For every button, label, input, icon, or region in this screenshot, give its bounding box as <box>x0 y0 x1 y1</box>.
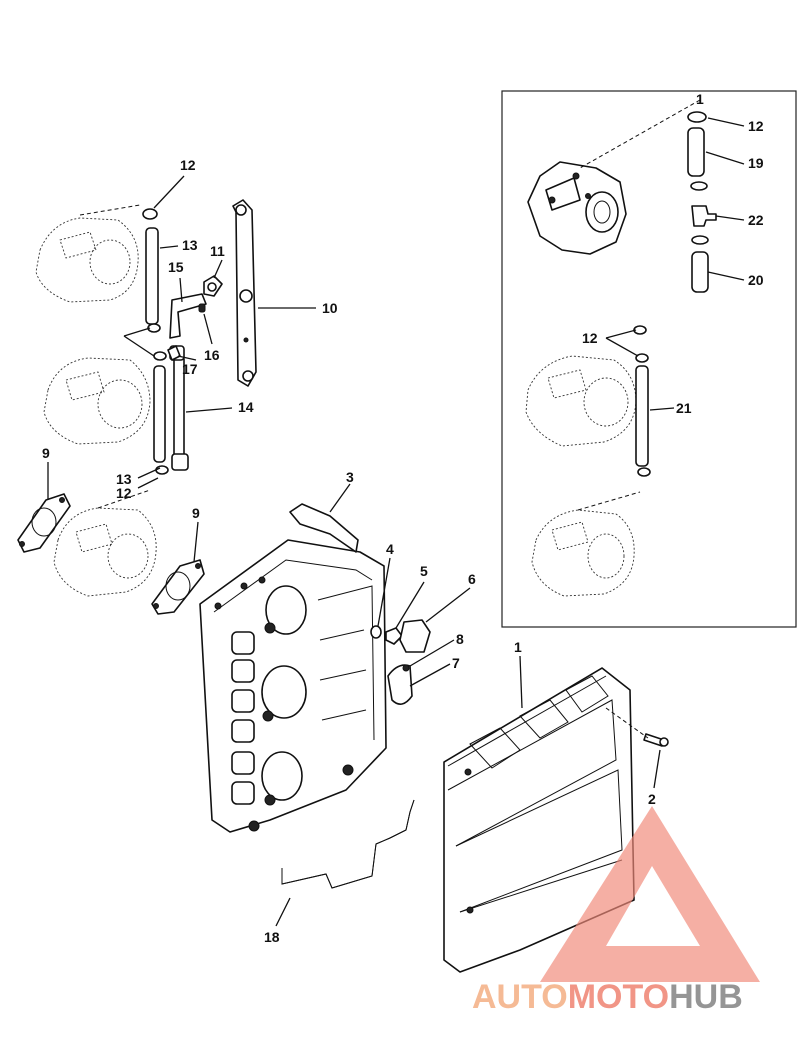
callout-12-top: 12 <box>180 157 196 173</box>
callout-8: 8 <box>456 631 464 647</box>
inset-callout-12-pair: 12 <box>582 330 598 346</box>
screw-8 <box>402 664 410 672</box>
inset-hose-19 <box>687 127 705 177</box>
inset-callout-1: 1 <box>696 91 704 107</box>
callout-9-left: 9 <box>42 445 50 461</box>
inset-tee-fitting-22 <box>691 205 717 227</box>
inset-callout-21: 21 <box>676 400 692 416</box>
inset-callout-20: 20 <box>748 272 764 288</box>
callout-2: 2 <box>648 791 656 807</box>
gasket-9-right <box>151 559 205 615</box>
nut-5 <box>385 627 403 645</box>
inset-ghost-carburetor-bottom <box>531 491 641 597</box>
watermark-moto-word: MOTO <box>568 978 669 1016</box>
callout-9-right: 9 <box>192 505 200 521</box>
callout-3: 3 <box>346 469 354 485</box>
ghost-carburetor-top <box>35 204 141 303</box>
inset-callout-22: 22 <box>748 212 764 228</box>
callout-16: 16 <box>204 347 220 363</box>
callout-1: 1 <box>514 639 522 655</box>
inset-frame <box>501 90 797 628</box>
inset-clamp-12-top <box>687 111 707 123</box>
watermark-auto: AUTOMOTOHUB <box>472 978 743 1016</box>
fitting-11 <box>203 275 223 297</box>
screw-2 <box>605 707 669 747</box>
watermark-auto-word: AUTO <box>472 978 568 1016</box>
inset-callout-19: 19 <box>748 155 764 171</box>
callout-13-lower: 13 <box>116 471 132 487</box>
callout-18: 18 <box>264 929 280 945</box>
callout-numbers: 12 13 11 15 10 16 17 14 13 12 9 9 3 4 5 … <box>42 91 764 945</box>
watermark: AUTOMOTOHUB <box>472 806 760 1016</box>
lever-15 <box>169 293 207 339</box>
inset-hose-21 <box>635 365 651 477</box>
link-rod-10 <box>232 199 257 387</box>
air-silencer-cover-1 <box>443 667 635 973</box>
hose-13-upper <box>142 208 161 333</box>
callout-6: 6 <box>468 571 476 587</box>
screw-16 <box>198 303 206 313</box>
leader-lines <box>47 99 745 927</box>
callout-11: 11 <box>210 243 225 259</box>
fuel-wire-18 <box>281 799 415 889</box>
watermark-hub-word: HUB <box>669 978 743 1016</box>
inset-carburetor <box>527 161 627 255</box>
inset-clamp-12-pair <box>633 325 649 363</box>
gasket-9-left <box>17 493 71 553</box>
filter-6 <box>399 619 431 653</box>
inset-hose-20 <box>691 251 709 293</box>
callout-4: 4 <box>386 541 394 557</box>
intake-manifold-3 <box>199 503 387 833</box>
callout-17: 17 <box>182 361 198 377</box>
hose-13-lower <box>153 351 169 475</box>
warning-triangle-logo-icon <box>540 806 760 982</box>
inset-clamp-lower <box>691 235 709 245</box>
callout-13-top: 13 <box>182 237 198 253</box>
callout-10: 10 <box>322 300 338 316</box>
inset-ghost-carburetor-middle <box>525 355 637 447</box>
ghost-carburetor-bottom <box>53 489 157 597</box>
callout-12-lower: 12 <box>116 485 132 501</box>
inset-callout-12-top: 12 <box>748 118 764 134</box>
callout-7: 7 <box>452 655 460 671</box>
gasket-7 <box>387 664 413 705</box>
ghost-carburetor-middle <box>43 357 151 445</box>
washer-4 <box>370 625 382 639</box>
callout-14: 14 <box>238 399 254 415</box>
callout-5: 5 <box>420 563 428 579</box>
inset-clamp-mid <box>690 181 708 191</box>
callout-15: 15 <box>168 259 184 275</box>
